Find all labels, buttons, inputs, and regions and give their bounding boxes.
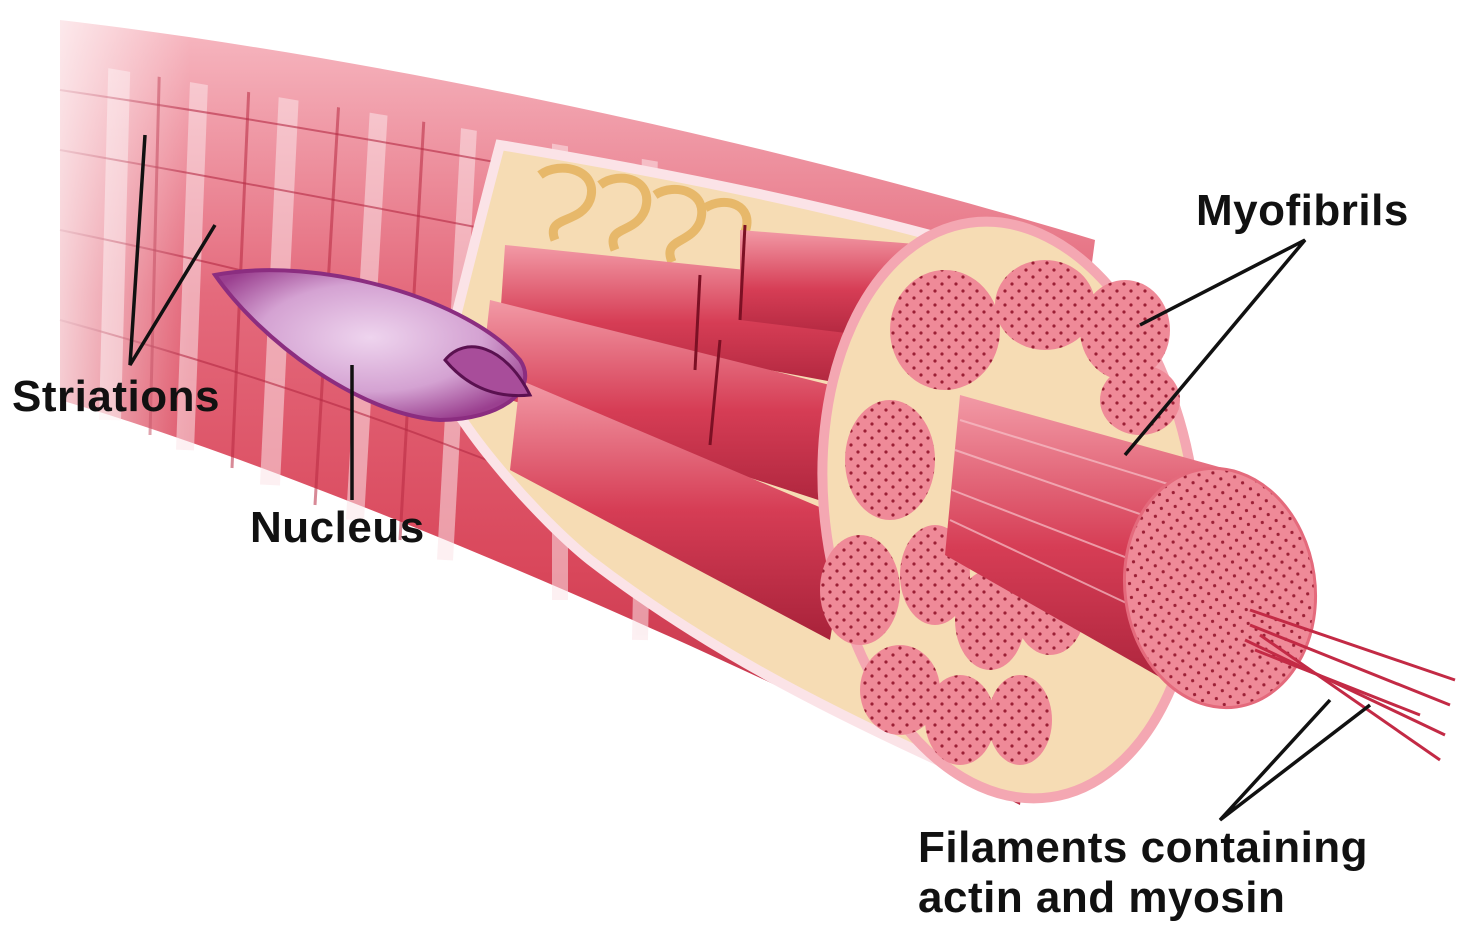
myofibril-section: [845, 400, 935, 520]
myofibril-section: [988, 675, 1052, 765]
filaments-label-line1: Filaments containing: [918, 823, 1368, 873]
myofibril-section: [1080, 280, 1170, 380]
myofibril-section: [820, 535, 900, 645]
myofibril-section: [995, 260, 1095, 350]
myofibrils-label: Myofibrils: [1196, 186, 1409, 236]
myofibril-section: [925, 675, 995, 765]
myofibril-section: [1100, 365, 1180, 435]
filaments-label-line2: actin and myosin: [918, 873, 1285, 923]
myofibril-section: [890, 270, 1000, 390]
filaments-leader: [1220, 700, 1370, 820]
striations-label: Striations: [12, 372, 220, 422]
nucleus-label: Nucleus: [250, 503, 425, 553]
